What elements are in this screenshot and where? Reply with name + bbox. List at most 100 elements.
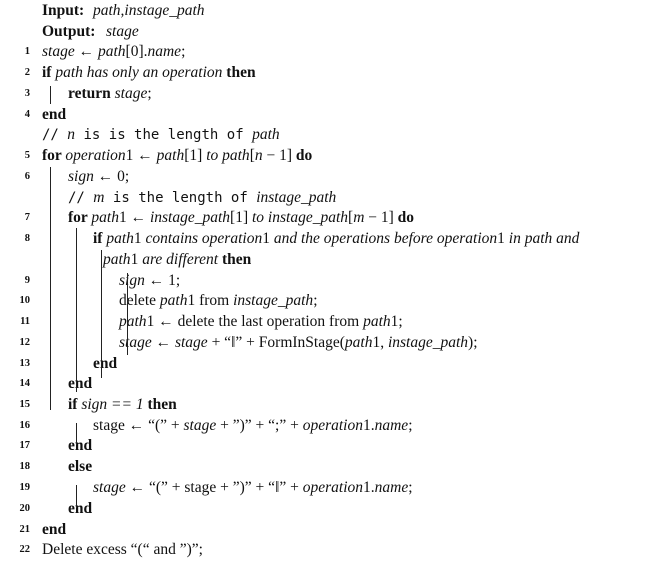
line-number: 13 [19, 358, 31, 369]
code-token: stage [174, 334, 208, 351]
line-number: 9 [24, 275, 30, 286]
line-code: if path has only an operation then [42, 63, 256, 83]
code-token: end [42, 521, 67, 538]
code-token: instage_path [233, 292, 314, 309]
line-code: for operation1 ← path[1] to path[n − 1] … [42, 146, 312, 166]
code-token: 1 from [187, 292, 234, 309]
code-token: if [68, 396, 82, 413]
code-token: name [374, 417, 409, 434]
code-token: 1 ← [125, 147, 157, 164]
line-number: 12 [19, 337, 31, 348]
code-token: is the length of [104, 190, 257, 206]
scope-bar [76, 228, 77, 392]
line-code: end [42, 105, 66, 125]
line-code: stage ← stage + “‖” + FormInStage(path1,… [119, 333, 478, 353]
scope-bar [101, 250, 102, 378]
code-token: end [42, 106, 67, 123]
code-token: instage_path [149, 209, 231, 226]
line-number: 4 [24, 109, 30, 120]
line-number: 15 [19, 399, 31, 410]
code-token: 1 ← [118, 209, 150, 226]
code-token: stage [183, 417, 217, 434]
code-token: instage_path [256, 189, 337, 206]
code-token: + ”)” + “;” + [216, 417, 303, 434]
code-token: n [254, 147, 263, 164]
code-token: ← “(” + stage + ”)” + “‖” + [125, 479, 303, 496]
output-value: stage [106, 23, 139, 40]
code-token: and the operations before operation [273, 230, 498, 247]
code-token: instage_path [387, 334, 469, 351]
line-number: 6 [24, 171, 30, 182]
code-token: do [295, 147, 313, 164]
code-token: [0]. [125, 43, 148, 60]
code-token: end [93, 355, 118, 372]
code-token: stage ← “(” + [93, 417, 184, 434]
code-token: in path and [508, 230, 580, 247]
code-token: ; [313, 292, 318, 309]
code-token: to instage_path [252, 209, 349, 226]
code-token: end [68, 437, 93, 454]
line-code: end [68, 374, 92, 394]
line-number: 7 [24, 212, 30, 223]
line-code: Delete excess “(“ and ”)”; [42, 540, 203, 560]
code-token: end [68, 500, 93, 517]
line-code: sign ← 1; [119, 271, 180, 291]
line-code: path1 ← delete the last operation from p… [119, 312, 403, 332]
code-token: + “‖” + FormInStage( [207, 334, 345, 351]
output-label: Output: [42, 23, 96, 40]
code-token: ); [468, 334, 478, 351]
code-token: [1] [184, 147, 207, 164]
code-token: to path [206, 147, 250, 164]
code-token: ; [147, 85, 152, 102]
line-number: 11 [20, 316, 30, 327]
code-token: return [68, 85, 115, 102]
line-number: 17 [19, 440, 31, 451]
code-token: path [106, 230, 134, 247]
code-token: // [42, 127, 68, 143]
line-code: sign ← 0; [68, 167, 129, 187]
code-token: path [119, 313, 147, 330]
code-token: 1. [362, 417, 375, 434]
line-code: stage ← “(” + stage + ”)” + “;” + operat… [93, 416, 413, 436]
scope-bar [76, 423, 77, 445]
line-number: 21 [19, 524, 31, 535]
code-token: stage [93, 479, 126, 496]
line-code: stage ← path[0].name; [42, 42, 185, 62]
line-code: path1 are different then [103, 250, 251, 270]
line-number: 20 [19, 503, 31, 514]
code-token: if [93, 230, 107, 247]
line-code: return stage; [68, 84, 152, 104]
code-token: ← 0; [93, 168, 130, 185]
code-token: ← 1; [144, 272, 181, 289]
code-token: name [147, 43, 182, 60]
code-token: stage [119, 334, 152, 351]
code-token: then [218, 251, 252, 268]
code-token: do [397, 209, 415, 226]
code-token: if [42, 64, 56, 81]
code-token: stage [114, 85, 148, 102]
code-token: path [252, 126, 280, 143]
input-label: Input: [42, 2, 85, 19]
line-code: end [68, 436, 92, 456]
code-token: ; [408, 417, 413, 434]
code-token: name [374, 479, 409, 496]
code-token: path [363, 313, 391, 330]
scope-bar [76, 485, 77, 508]
code-token: ← [151, 334, 175, 351]
code-token: ; [181, 43, 186, 60]
code-token: stage [42, 43, 75, 60]
code-token: 1 ← delete the last operation from [146, 313, 364, 330]
code-token: 1 [497, 230, 509, 247]
code-token: n [67, 126, 76, 143]
line-number: 22 [19, 544, 31, 555]
line-number: 3 [24, 88, 30, 99]
code-token: delete [119, 292, 160, 309]
code-token: then [143, 396, 177, 413]
code-token: path [91, 209, 119, 226]
code-token: path [159, 292, 188, 309]
line-number: 8 [24, 233, 30, 244]
code-token: contains operation [145, 230, 263, 247]
line-code: stage ← “(” + stage + ”)” + “‖” + operat… [93, 478, 413, 498]
line-code: // n is is the length of path [42, 125, 280, 145]
code-token: sign == 1 [81, 396, 144, 413]
